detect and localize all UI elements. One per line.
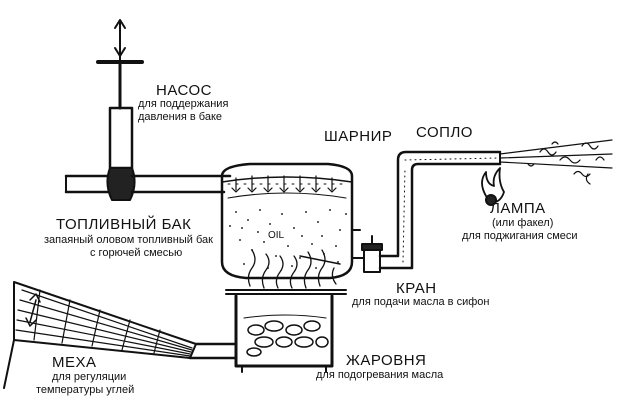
- fuel-tank-title: ТОПЛИВНЫЙ БАК: [56, 216, 192, 233]
- tank-oil-label: OIL: [268, 230, 285, 241]
- lamp-desc-line2: для поджигания смеси: [462, 230, 578, 242]
- bellows-drawing: [3, 281, 238, 389]
- nozzle-title: СОПЛО: [416, 124, 473, 141]
- pump-desc-line2: давления в баке: [138, 111, 223, 123]
- bellows-desc-line1: для регуляции: [52, 371, 127, 383]
- valve-desc-line1: для подачи масла в сифон: [352, 296, 490, 308]
- brazier-title: ЖАРОВНЯ: [346, 352, 427, 369]
- lamp-title: ЛАМПА: [490, 200, 546, 217]
- pump-drawing: [64, 19, 232, 201]
- fuel-tank-drawing: [220, 162, 361, 280]
- lamp-desc-line1: (или факел): [492, 217, 554, 229]
- bellows-title: МЕХА: [52, 354, 97, 371]
- fuel-tank-desc-line1: запаяный оловом топливный бак: [44, 234, 213, 246]
- lamp-drawing: [481, 167, 505, 206]
- pump-title: НАСОС: [156, 82, 213, 99]
- brazier-desc-line1: для подогревания масла: [316, 369, 444, 381]
- brazier-drawing: [225, 249, 347, 373]
- hinge-title: ШАРНИР: [324, 128, 393, 145]
- siphon-pipe-drawing: [351, 150, 502, 273]
- fuel-tank-desc-line2: с горючей смесью: [90, 247, 183, 259]
- flame-jet-drawing: [499, 139, 613, 185]
- pump-desc-line1: для поддержания: [138, 98, 229, 110]
- valve-title: КРАН: [396, 280, 437, 297]
- bellows-desc-line2: температуры углей: [36, 384, 135, 396]
